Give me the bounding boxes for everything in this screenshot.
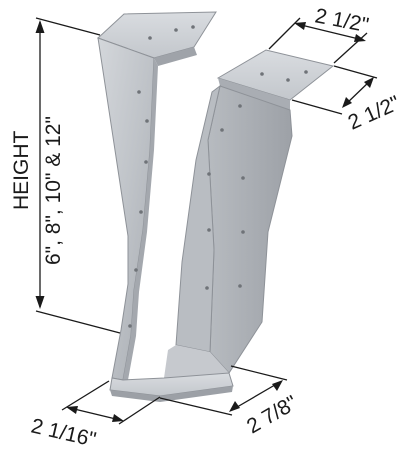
- top-width-dimension-line: [296, 23, 364, 41]
- nail-hole: [241, 230, 245, 234]
- left-strap-side: [123, 58, 158, 380]
- nail-hole: [207, 172, 211, 176]
- bottom-depth-extension-top: [230, 365, 288, 381]
- bottom-width-dimension: [61, 380, 161, 425]
- bottom-depth-dimension: [159, 365, 288, 416]
- nail-hole: [128, 324, 132, 328]
- left-flange-fold: [154, 47, 197, 66]
- nail-hole: [286, 78, 290, 82]
- arrow-left-icon: [66, 406, 78, 414]
- nail-hole: [137, 90, 141, 94]
- nail-hole: [134, 268, 138, 272]
- bottom-width-dimension-line: [69, 407, 121, 421]
- top-width-label: 2 1/2": [313, 4, 371, 37]
- seat-edge: [110, 386, 233, 402]
- nail-hole: [205, 286, 209, 290]
- bottom-width-extension-right: [118, 396, 161, 425]
- bottom-depth-extension-bottom: [159, 397, 233, 416]
- nail-hole: [220, 128, 224, 132]
- nail-hole: [207, 228, 211, 232]
- top-width-extension-left: [268, 17, 301, 50]
- nail-hole: [139, 210, 143, 214]
- nail-hole: [148, 36, 152, 40]
- arrow-down-icon: [229, 401, 240, 412]
- nail-hole: [191, 25, 195, 29]
- right-top-flange: [216, 49, 335, 101]
- nail-hole: [174, 28, 178, 32]
- top-width-dimension: [268, 17, 368, 64]
- arrow-up-icon: [272, 380, 283, 391]
- bottom-width-extension-left: [61, 380, 110, 411]
- height-values-label: 6", 8", 10" & 12": [42, 116, 65, 265]
- nail-hole: [241, 176, 245, 180]
- arrow-up-icon: [35, 20, 45, 33]
- arrow-right-icon: [354, 34, 366, 42]
- arrow-down-icon: [342, 97, 352, 108]
- bottom-width-label: 2 1/16": [29, 414, 98, 451]
- height-extension-bottom: [35, 310, 121, 334]
- nail-hole: [238, 284, 242, 288]
- inner-back-panel: [175, 84, 221, 353]
- nail-hole: [144, 160, 148, 164]
- bottom-depth-dimension-line: [231, 381, 281, 411]
- nail-hole: [260, 72, 264, 76]
- arrow-down-icon: [35, 296, 45, 309]
- top-depth-dimension: [291, 65, 378, 115]
- top-depth-extension-top: [333, 65, 378, 79]
- arrow-left-icon: [294, 22, 306, 30]
- nail-hole: [238, 104, 242, 108]
- hanger-bracket: [97, 11, 335, 402]
- top-depth-extension-bottom: [291, 99, 343, 115]
- inner-channel: [164, 345, 229, 378]
- height-dimension: [35, 17, 121, 334]
- nail-hole: [145, 119, 149, 123]
- top-depth-label: 2 1/2": [345, 92, 404, 135]
- arrow-right-icon: [112, 414, 124, 422]
- height-extension-top: [35, 17, 101, 36]
- seat-plate: [109, 372, 234, 397]
- height-title-label: HEIGHT: [10, 130, 33, 210]
- nail-holes: [128, 25, 308, 328]
- nail-hole: [304, 70, 308, 74]
- right-flange-fold: [218, 78, 290, 110]
- arrow-up-icon: [364, 77, 374, 88]
